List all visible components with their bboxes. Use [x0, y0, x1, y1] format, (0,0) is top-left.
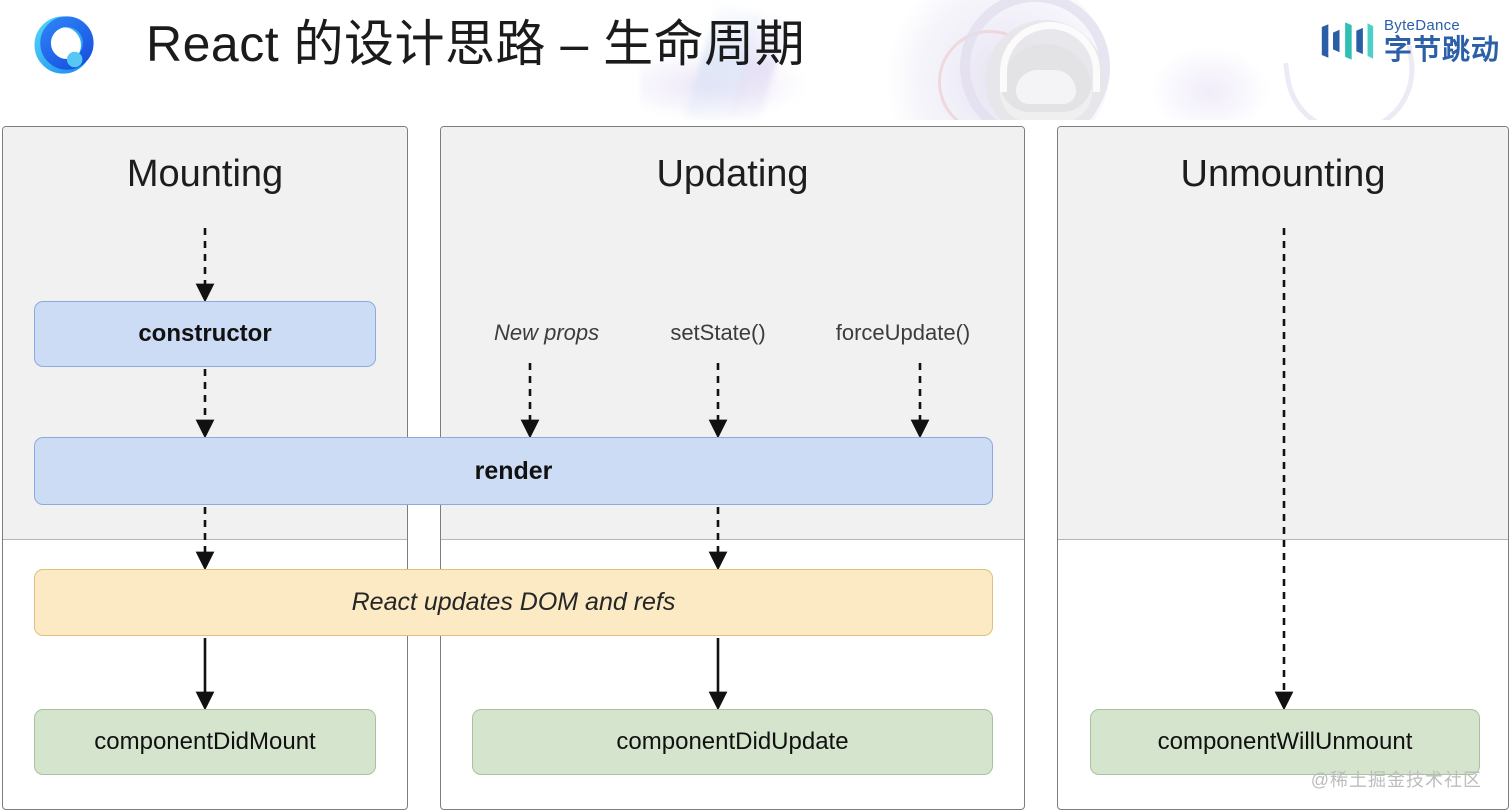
bytedance-chinese-name: 字节跳动 [1383, 34, 1500, 65]
bytedance-logo: ByteDance 字节跳动 [1319, 12, 1500, 70]
bytedance-bars-icon [1321, 22, 1374, 60]
arrow-connectors [195, 228, 1294, 711]
trigger-label-new-props: New props [494, 320, 600, 345]
header-character-illustration [1000, 44, 1092, 120]
watermark: @稀土掘金技术社区 [1310, 770, 1482, 790]
page-title: React 的设计思路 – 生命周期 [146, 16, 806, 72]
column-title-mounting: Mounting [126, 153, 284, 195]
column-title-unmounting: Unmounting [1180, 153, 1386, 195]
header-character-highlight [1000, 22, 1100, 92]
node-component-did-mount[interactable]: componentDidMount [34, 709, 376, 775]
trigger-label-force-update: forceUpdate() [835, 320, 971, 345]
header-circle-decoration [960, 0, 1110, 120]
trigger-label-set-state: setState() [670, 320, 766, 345]
bytedance-wordmark: ByteDance 字节跳动 [1384, 18, 1500, 64]
header-ring-decoration [938, 30, 1042, 120]
column-title-updating: Updating [656, 153, 809, 195]
slide-header: React 的设计思路 – 生命周期 ByteDance 字节跳动 [0, 0, 1512, 120]
node-component-did-update[interactable]: componentDidUpdate [472, 709, 993, 775]
bytedance-english-name: ByteDance [1383, 17, 1461, 34]
header-blob-decoration [880, 0, 1110, 120]
node-render[interactable]: render [34, 437, 993, 505]
node-constructor[interactable]: constructor [34, 301, 376, 367]
header-avatar-backdrop [985, 20, 1105, 120]
node-react-updates-dom-refs[interactable]: React updates DOM and refs [34, 569, 993, 636]
qq-browser-logo-icon [34, 16, 94, 74]
node-component-will-unmount[interactable]: componentWillUnmount [1090, 709, 1480, 775]
header-streak-decoration-3 [1150, 46, 1270, 120]
lifecycle-diagram: Mounting Updating Unmounting [0, 120, 1512, 810]
